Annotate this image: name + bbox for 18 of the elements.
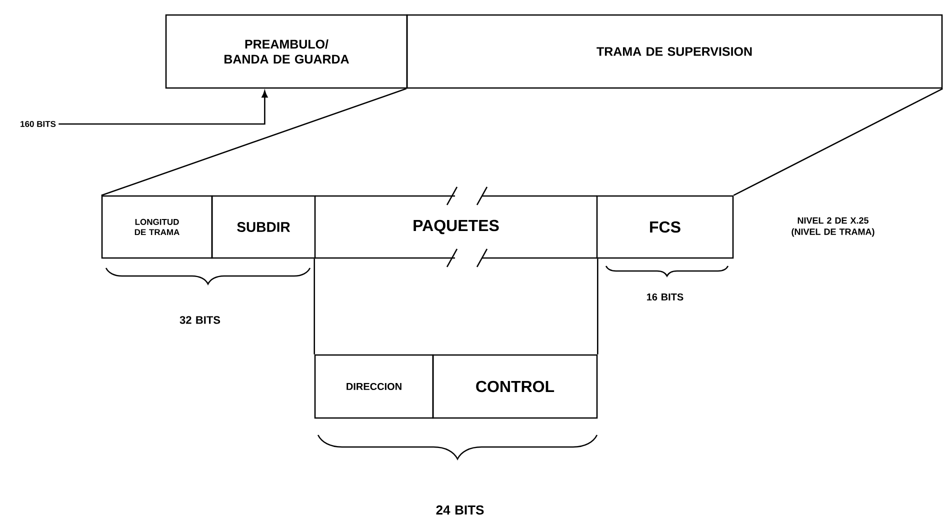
bit-count-label: 160 BITS [20,121,56,127]
bit-count-label: 32 BITS [180,316,220,324]
zoom-line [314,258,315,354]
field-box: TRAMA DE SUPERVISION [406,14,943,89]
field-box: CONTROL [432,354,598,419]
arrow [58,90,268,125]
field-box: DIRECCION [314,354,434,419]
bit-count-label: 24 BITS [436,505,484,515]
zoom-line [597,258,598,354]
field-box: PAQUETES [314,186,598,268]
zoom-line [733,88,943,196]
field-box: FCS [596,195,734,259]
field-box: SUBDIR [211,195,316,259]
bit-count-label: 16 BITS [647,293,684,301]
field-box: LONGITUD DE TRAMA [101,195,213,259]
level-note: NIVEL 2 DE X.25 (NIVEL DE TRAMA) [792,217,874,237]
zoom-line [101,88,407,196]
field-box: PREAMBULO/ BANDA DE GUARDA [165,14,408,89]
